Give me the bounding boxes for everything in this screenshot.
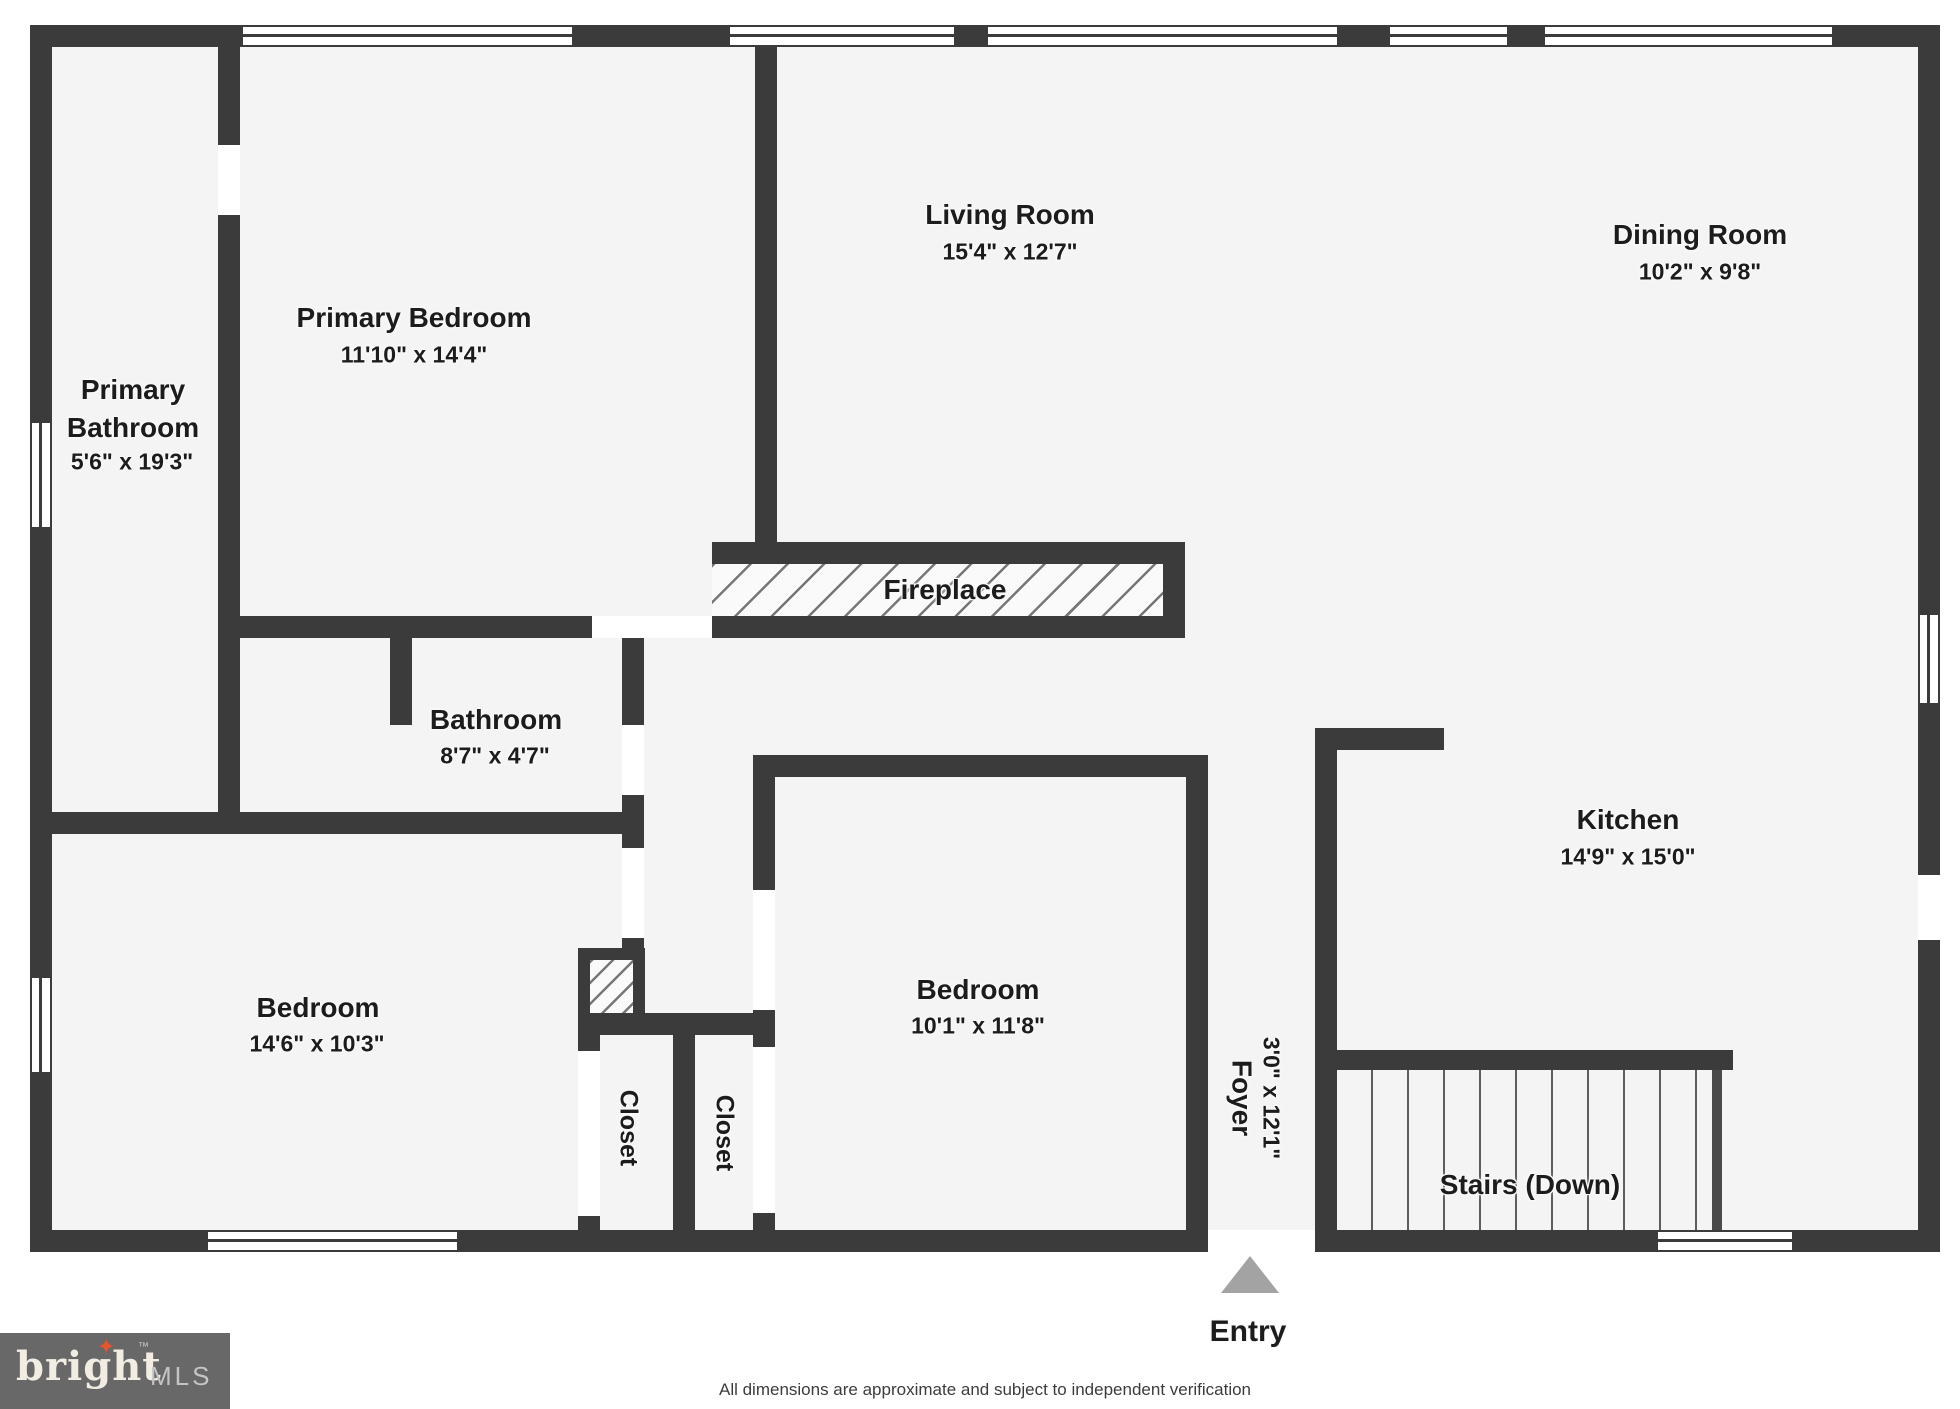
disclaimer-text: All dimensions are approximate and subje… <box>718 1380 1252 1399</box>
wall-closet-partition <box>673 1035 695 1230</box>
exterior-wall-bottom <box>30 1230 1940 1252</box>
wall-bathroom-south <box>52 812 644 834</box>
living-room-label: Living Room <box>925 199 1095 230</box>
wall-closet-left-b <box>578 1216 600 1230</box>
bedroom-center-dims: 10'1" x 11'8" <box>911 1012 1045 1039</box>
fireplace-wall-bottom <box>712 616 1185 638</box>
wall-primary-bath-upper <box>218 47 240 145</box>
floor-area <box>30 25 1940 1252</box>
primary-bathroom-label-line2: Bathroom <box>66 412 200 443</box>
brightmls-logo-brand: bright <box>16 1343 162 1390</box>
wall-hall-west-b <box>622 795 644 848</box>
bedroom-left-dims: 14'6" x 10'3" <box>249 1030 385 1057</box>
wall-stairs-right <box>1712 1070 1722 1230</box>
primary-bedroom-dims: 11'10" x 14'4" <box>340 341 488 368</box>
wall-bedroom-center-left-c <box>753 1213 775 1230</box>
kitchen-label: Kitchen <box>1576 804 1680 835</box>
entry-arrow-icon <box>1221 1256 1279 1293</box>
bathroom-label: Bathroom <box>429 704 563 735</box>
fireplace-wall-top <box>712 542 1185 564</box>
window-top-primary-bedroom <box>240 25 575 47</box>
wall-hall-west-c <box>622 938 644 950</box>
bedroom-left-label: Bedroom <box>256 992 380 1023</box>
kitchen-dims: 14'9" x 15'0" <box>1560 843 1696 870</box>
window-bottom-kitchen <box>1655 1230 1795 1252</box>
fireplace-label: Fireplace <box>883 574 1007 605</box>
living-room-dims: 15'4" x 12'7" <box>942 238 1078 265</box>
entry-label: Entry <box>1209 1315 1287 1348</box>
closet-left-label: Closet <box>614 1089 643 1167</box>
closet-right-label: Closet <box>710 1094 739 1172</box>
fireplace-hatch <box>712 564 1163 616</box>
door-opening-bedroom-center <box>753 890 775 1010</box>
exterior-wall-left <box>30 25 52 1252</box>
bedroom-center-label: Bedroom <box>916 974 1040 1005</box>
brightmls-logo-suffix: MLS <box>150 1361 213 1391</box>
wall-primary-bedroom-south <box>240 616 592 638</box>
chimney-hatch <box>590 960 633 1022</box>
door-opening-kitchen-side <box>1918 875 1940 940</box>
brightmls-trademark: ™ <box>138 1341 149 1353</box>
wall-bedroom-center-top <box>753 755 1208 777</box>
window-top-dining-b <box>1542 25 1835 47</box>
stairs-treads <box>1337 1070 1712 1230</box>
primary-bathroom-dims: 5'6" x 19'3" <box>70 448 194 475</box>
dining-room-label: Dining Room <box>1612 219 1788 250</box>
foyer-dims: 3'0" x 12'1" <box>1258 1036 1285 1160</box>
door-opening-bedroom-left <box>622 848 644 938</box>
wall-living-room-left <box>755 47 777 544</box>
door-opening-primary-bath <box>218 145 240 215</box>
door-opening-primary-bedroom <box>592 616 712 638</box>
fireplace-wall-right <box>1163 542 1185 638</box>
wall-closets-top <box>578 1013 772 1035</box>
bathroom-dims: 8'7" x 4'7" <box>440 742 550 769</box>
entry-opening <box>1208 1230 1315 1252</box>
door-opening-closet-left <box>578 1051 600 1216</box>
window-left-bedroom <box>30 975 52 1075</box>
door-opening-bathroom <box>622 725 644 795</box>
window-top-living-room-b <box>985 25 1340 47</box>
wall-closet-left-a <box>578 1035 600 1051</box>
foyer-label-group: 3'0" x 12'1" Foyer <box>1226 1037 1285 1159</box>
window-top-living-room-a <box>727 25 957 47</box>
wall-stairs-top <box>1315 1050 1733 1070</box>
wall-bedroom-center-left-b <box>753 1010 775 1047</box>
window-left-primary-bathroom <box>30 420 52 530</box>
brightmls-logo: bright ✦ ™ MLS <box>0 1333 230 1409</box>
window-right-kitchen <box>1918 612 1940 706</box>
wall-bathroom-partition <box>390 638 412 725</box>
wall-bedroom-center-left-a <box>753 777 775 890</box>
wall-kitchen-stub <box>1337 728 1444 750</box>
wall-bedroom-center-right <box>1186 777 1208 1230</box>
stairs-label: Stairs (Down) <box>1439 1169 1621 1200</box>
wall-primary-bath-lower <box>218 215 240 834</box>
primary-bathroom-label-line1: Primary <box>80 374 186 405</box>
foyer-label: Foyer <box>1226 1059 1258 1137</box>
door-opening-closet-right <box>753 1047 775 1213</box>
window-top-dining-a <box>1387 25 1510 47</box>
wall-kitchen-left <box>1315 728 1337 1230</box>
window-bottom-bedroom <box>205 1230 460 1252</box>
primary-bedroom-label: Primary Bedroom <box>296 302 532 333</box>
brightmls-star-icon: ✦ <box>97 1335 116 1360</box>
wall-hall-west-a <box>622 638 644 725</box>
dining-room-dims: 10'2" x 9'8" <box>1638 258 1762 285</box>
